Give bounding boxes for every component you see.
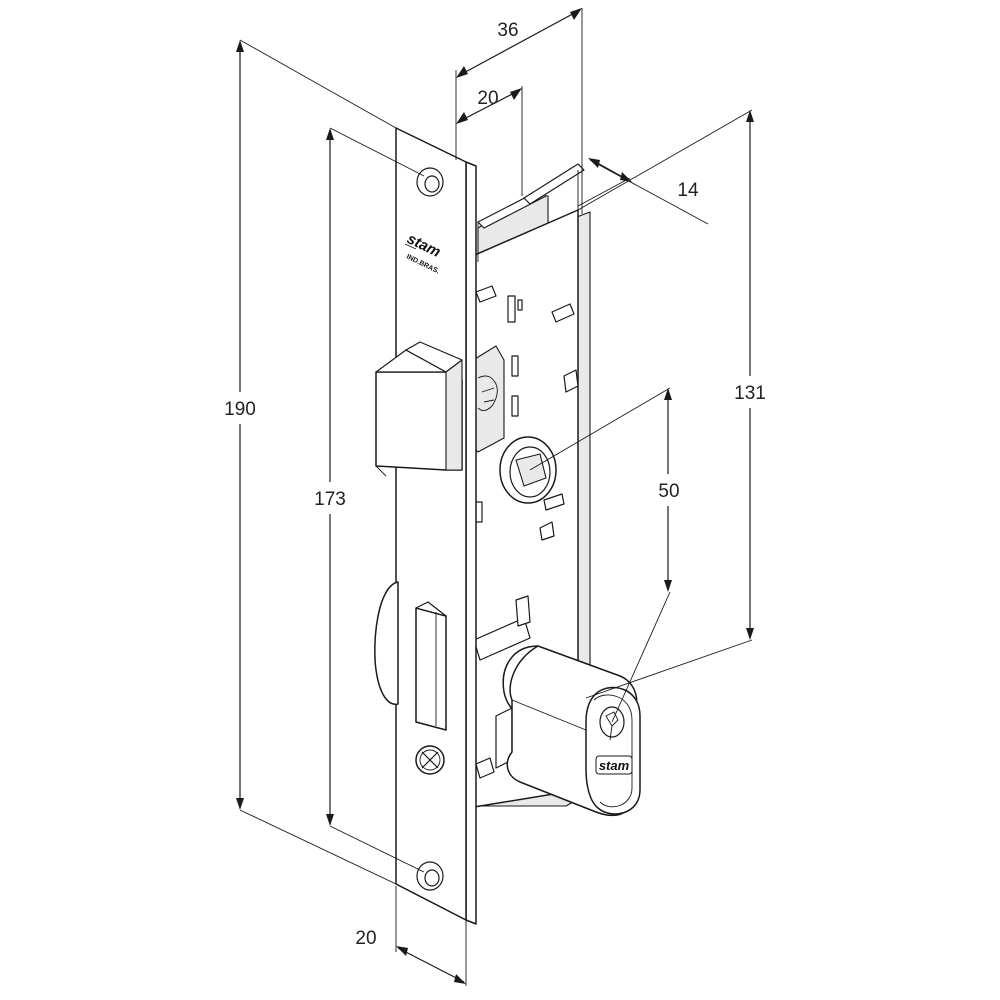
euro-cylinder: stam [502,645,641,817]
dim-label-131: 131 [734,383,766,404]
latch-bolt [375,341,463,477]
deadbolt-channel [473,617,531,661]
follower-hub [499,436,557,504]
faceplate: stam IND.BRAS. [374,127,477,925]
top-screw-hole [416,167,444,197]
case-tab [475,285,497,303]
cylinder-brand-badge: stam [595,755,633,775]
case-tab [539,521,555,541]
cylinder-front-face [585,686,641,815]
cylinder-brand-text: stam [599,758,630,773]
dim-label-36: 36 [497,20,518,41]
case-tab [543,493,565,511]
case-slot [507,295,516,323]
dim-label-20-backset: 20 [477,88,498,109]
dim-label-173: 173 [314,489,346,510]
dimension-lines [236,8,754,986]
case-slot [511,355,519,377]
lock-case-top-rail-inner [523,163,585,205]
dim-label-190: 190 [224,399,256,420]
dimension-labels: 190 173 36 20 14 131 50 20 [215,20,775,949]
dim-label-20-faceplate: 20 [355,928,376,949]
deadbolt-slot [415,607,447,731]
faceplate-side-edge [465,161,477,925]
case-slot [511,395,519,417]
faceplate-screw [415,745,445,775]
case-slot [517,299,523,311]
case-tab [563,369,579,393]
case-tab [475,757,495,779]
bottom-screw-hole [416,861,444,891]
dim-label-50: 50 [658,481,679,502]
deadbolt-channel-tab [515,595,531,627]
dim-label-14: 14 [677,180,699,201]
deadbolt [374,581,447,731]
case-tab [551,303,575,323]
